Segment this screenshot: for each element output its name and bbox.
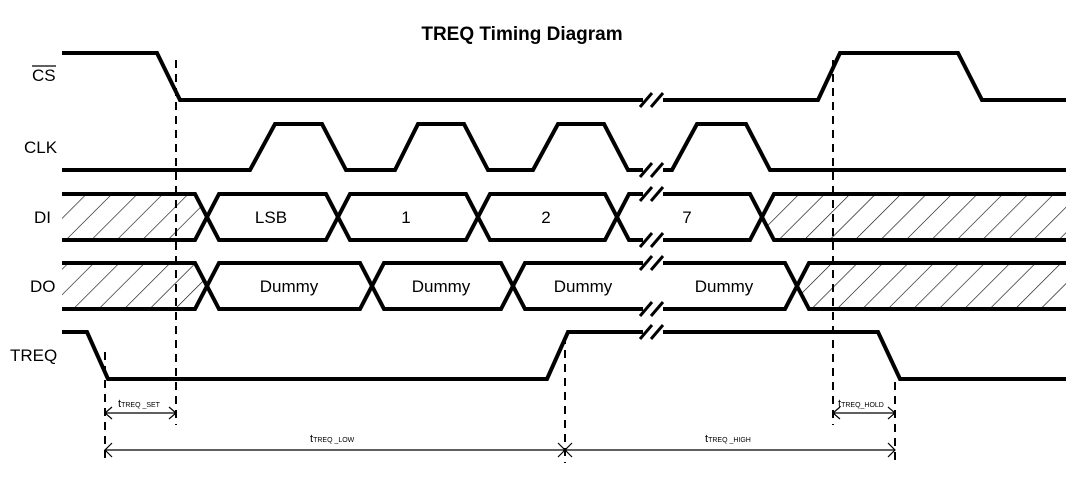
do-cell: Dummy xyxy=(695,277,754,296)
do-cell: Dummy xyxy=(412,277,471,296)
timing-arrow-low: tTREQ _LOW xyxy=(104,433,566,458)
do-dont-care-end xyxy=(797,263,1066,309)
do-dont-care-start xyxy=(62,263,207,309)
signal-label-do: DO xyxy=(30,277,56,296)
svg-text:tTREQ _LOW: tTREQ _LOW xyxy=(310,433,355,445)
signal-label-cs: CS xyxy=(32,66,56,85)
di-cell: LSB xyxy=(255,208,287,227)
do-cell: Dummy xyxy=(260,277,319,296)
di-cell: 1 xyxy=(401,208,410,227)
svg-text:tTREQ _HIGH: tTREQ _HIGH xyxy=(705,433,751,445)
time-break-marks xyxy=(638,92,665,340)
do-bus-bottom xyxy=(62,261,1066,311)
timing-arrow-high: tTREQ _HIGH xyxy=(564,433,896,458)
diagram-title: TREQ Timing Diagram xyxy=(421,24,622,45)
timing-arrow-hold: tTREQ_HOLD xyxy=(832,398,896,420)
signal-label-treq: TREQ xyxy=(10,346,57,365)
di-cell: 7 xyxy=(682,208,691,227)
clk-waveform xyxy=(62,122,1066,172)
do-cell: Dummy xyxy=(554,277,613,296)
di-dont-care-start xyxy=(62,194,207,240)
treq-waveform xyxy=(62,330,1066,381)
svg-text:tTREQ_HOLD: tTREQ_HOLD xyxy=(838,398,884,410)
di-cell: 2 xyxy=(541,208,550,227)
signal-label-clk: CLK xyxy=(24,138,58,157)
di-dont-care-end xyxy=(762,194,1066,240)
svg-text:tTREQ _SET: tTREQ _SET xyxy=(118,398,161,410)
di-bus-bottom xyxy=(62,192,1066,242)
timing-arrow-set: tTREQ _SET xyxy=(104,398,177,420)
cs-waveform xyxy=(62,51,1066,102)
signal-label-di: DI xyxy=(34,208,51,227)
